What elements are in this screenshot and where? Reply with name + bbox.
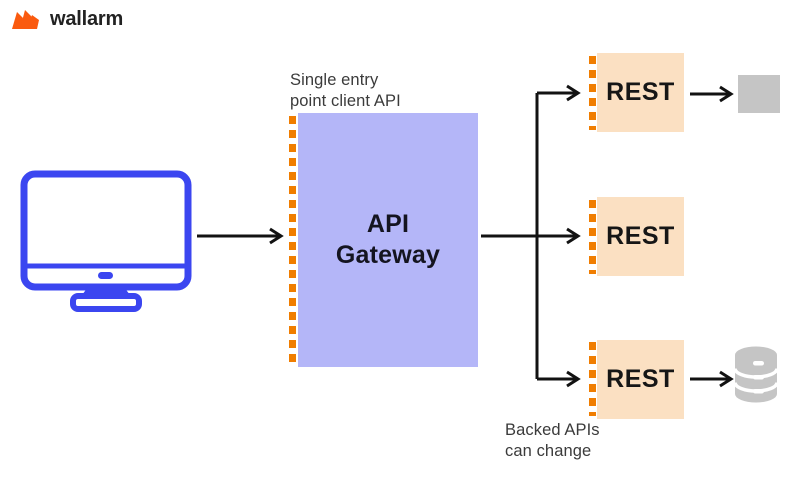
rest-node-3: REST — [597, 340, 684, 419]
arrow-rest-1-to-service — [690, 85, 734, 103]
backed-apis-label: Backed APIs can change — [505, 421, 600, 460]
arrow-gateway-to-rest-2 — [481, 227, 581, 245]
arrow-rest-3-to-database — [690, 370, 734, 388]
single-entry-label: Single entry point client API — [290, 71, 401, 110]
arrow-branch-to-rest-1 — [537, 84, 581, 102]
wallarm-logo-text: wallarm — [50, 8, 124, 30]
api-gateway-label: API Gateway — [335, 210, 441, 269]
rest-2-label: REST — [606, 222, 675, 250]
rest-2-dashed-border — [589, 200, 596, 274]
monitor-base — [70, 293, 142, 312]
monitor-logo-dot — [98, 272, 113, 279]
rest-1-dashed-border — [589, 56, 596, 130]
rest-node-2: REST — [597, 197, 684, 276]
monitor-icon — [20, 170, 192, 312]
wallarm-flash-icon — [12, 9, 39, 29]
rest-node-1: REST — [597, 53, 684, 132]
arrow-client-to-gateway — [197, 227, 284, 245]
database-icon — [733, 346, 779, 403]
generic-service-square — [738, 75, 780, 113]
rest-3-dashed-border — [589, 342, 596, 416]
wallarm-logo: wallarm — [12, 8, 123, 31]
monitor-screen — [20, 170, 192, 291]
gateway-dashed-border — [289, 116, 296, 366]
rest-3-label: REST — [606, 365, 675, 393]
api-gateway-node: API Gateway — [298, 113, 478, 367]
arrow-branch-to-rest-3 — [537, 370, 581, 388]
rest-1-label: REST — [606, 78, 675, 106]
